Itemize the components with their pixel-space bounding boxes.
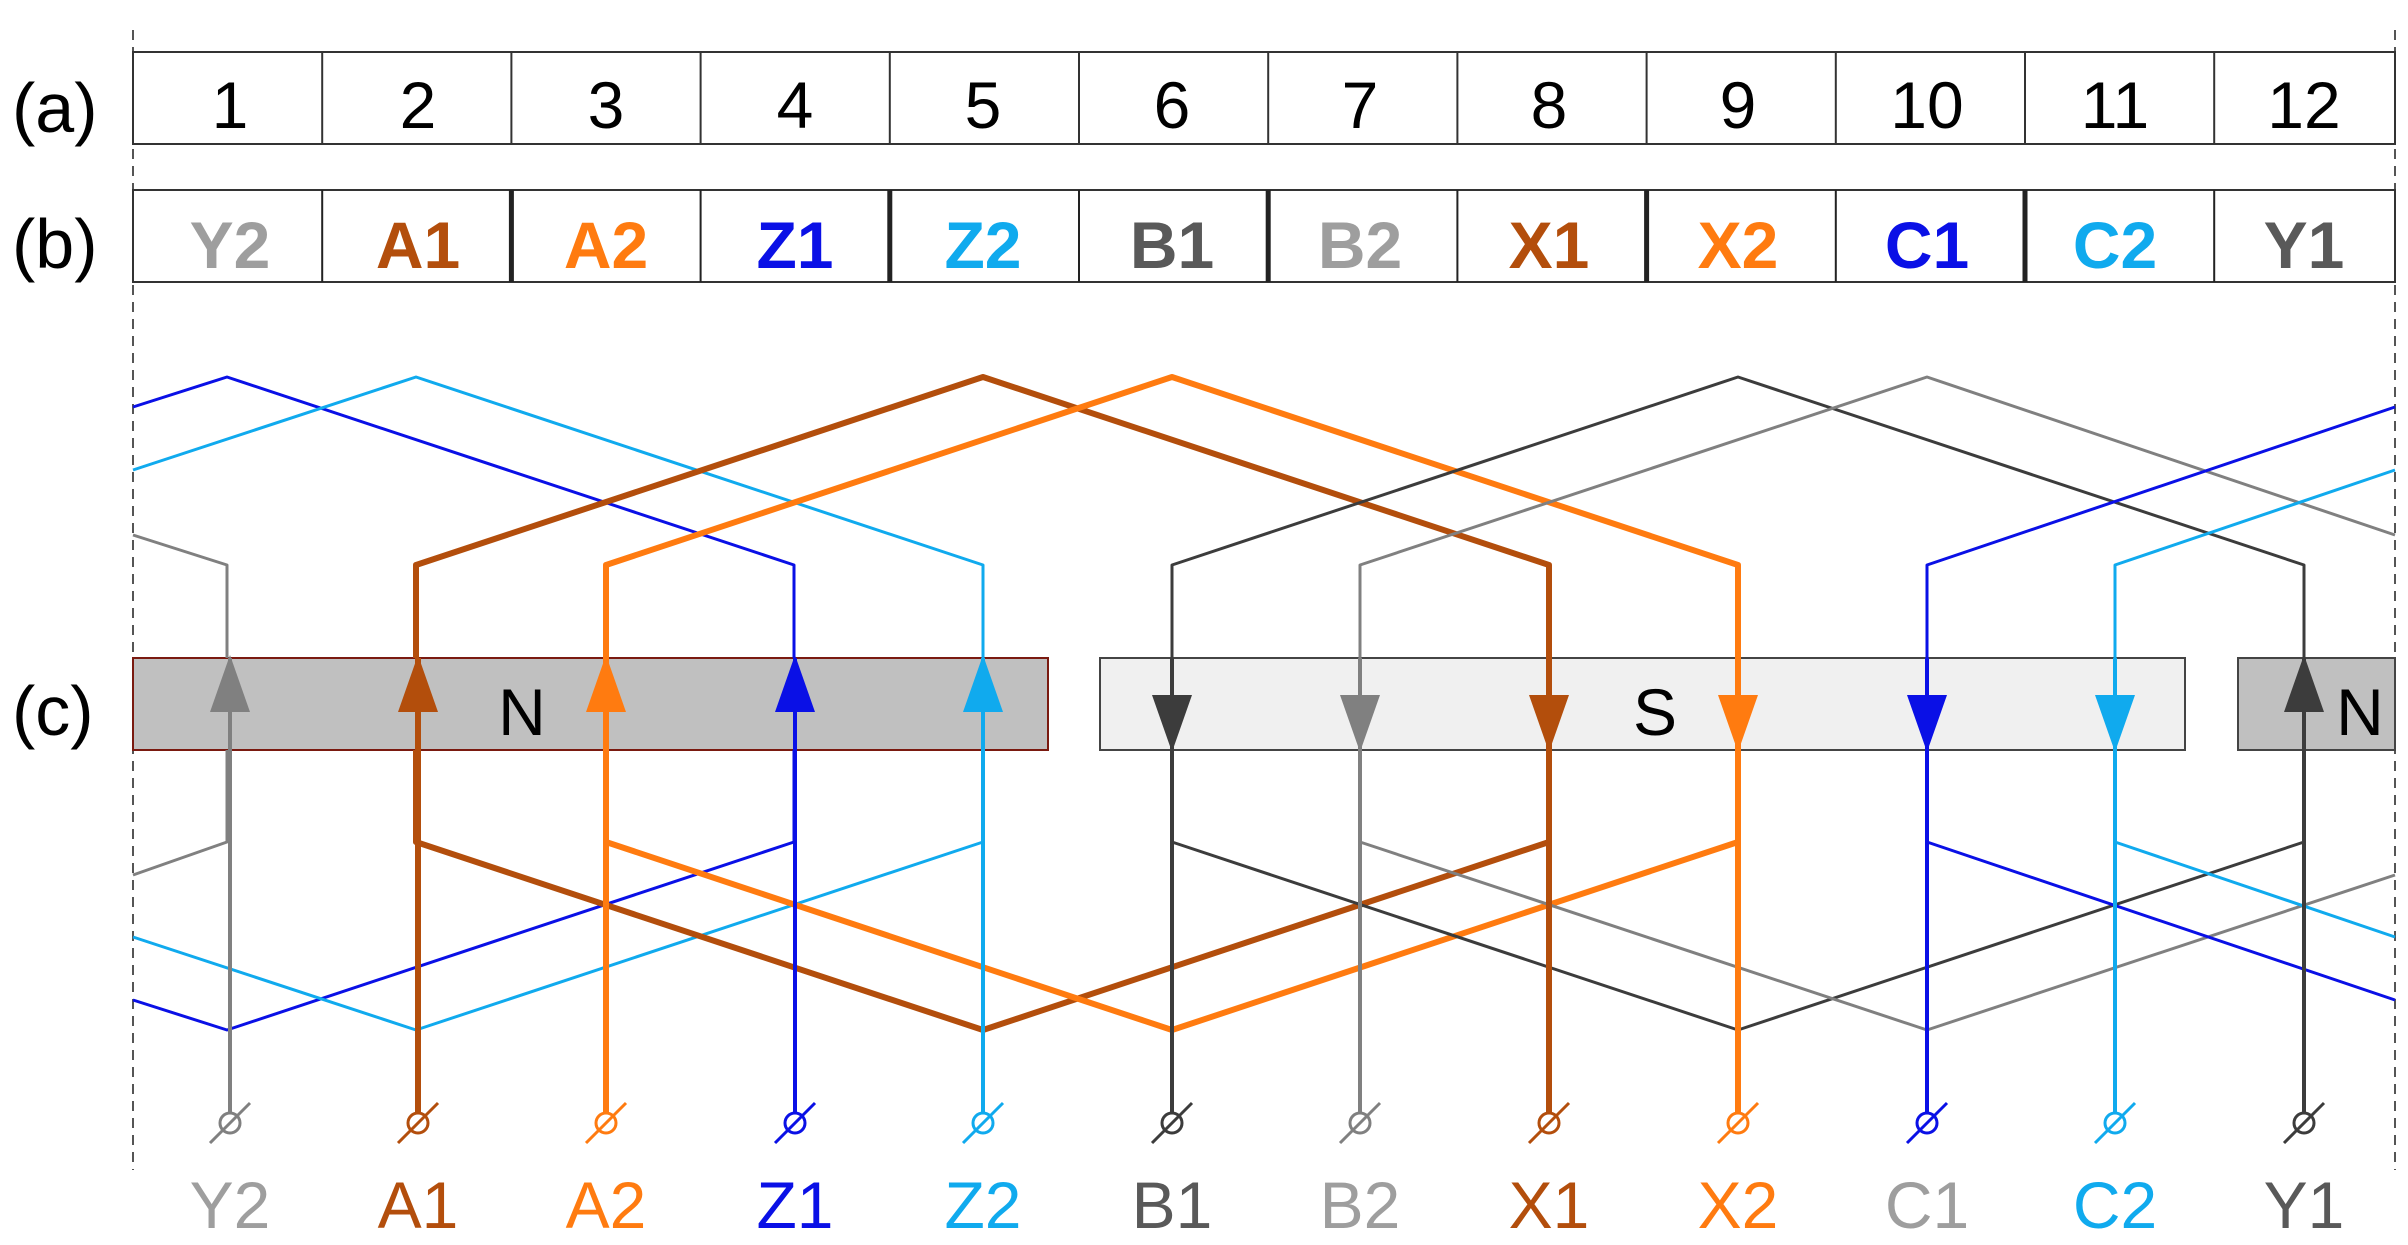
terminal-slash: [1338, 1101, 1382, 1145]
terminal-label: Z1: [756, 1168, 833, 1242]
terminal-slash: [961, 1101, 1005, 1145]
magnet-pole: [1099, 657, 2186, 751]
slot-coil-label: B1: [1130, 208, 1214, 282]
slot-number: 10: [1890, 68, 1963, 142]
slot-coil-row: Y2 A1 A2 Z1 Z2 B1 B2 X1 X2 C1 C2 Y1: [132, 189, 2396, 283]
slot-number: 1: [212, 68, 249, 142]
terminal-slash: [2093, 1101, 2137, 1145]
slot-number: 4: [777, 68, 814, 142]
slot-number-row-border: [132, 51, 2396, 145]
coil-path: [1925, 405, 2396, 658]
terminal-label: Z2: [944, 1168, 1021, 1242]
arrow-up-icon: [2284, 655, 2324, 712]
slot-coil-label: C2: [2073, 208, 2157, 282]
slot-coil-label: A2: [564, 208, 648, 282]
coil-path: [132, 533, 229, 658]
slot-coil-row-border: [132, 189, 2396, 283]
slot-coil-label: Y1: [2264, 208, 2345, 282]
coil-path: [1170, 375, 2306, 658]
row-label-a: (a): [12, 69, 98, 147]
terminal-label: C2: [2073, 1168, 2157, 1242]
terminal-label: A2: [566, 1168, 647, 1242]
terminal-slash: [773, 1101, 817, 1145]
terminal-slash: [1150, 1101, 1194, 1145]
coil-path: [413, 374, 1552, 658]
terminal-slash: [208, 1101, 252, 1145]
arrow-down-icon: [1907, 695, 1947, 752]
coil-path: [1925, 750, 2396, 1002]
pole-label: N: [2336, 675, 2384, 749]
coil-path: [1358, 375, 2396, 658]
arrow-down-icon: [1718, 695, 1758, 752]
slot-number: 8: [1531, 68, 1568, 142]
terminal-slash: [1716, 1101, 1760, 1145]
coil-path: [132, 750, 229, 877]
arrow-up-icon: [963, 655, 1003, 712]
coil-path: [1358, 750, 2396, 1032]
row-label-b: (b): [12, 205, 98, 283]
slot-coil-label: B2: [1318, 208, 1402, 282]
terminal-label: X2: [1698, 1168, 1779, 1242]
arrow-up-icon: [775, 655, 815, 712]
arrow-up-icon: [586, 655, 626, 712]
arrow-down-icon: [1529, 695, 1569, 752]
slot-coil-label: A1: [376, 208, 460, 282]
slot-coil-label: Z1: [756, 208, 833, 282]
slot-number: 12: [2267, 68, 2340, 142]
arrow-down-icon: [2095, 695, 2135, 752]
terminal-label: Y1: [2264, 1168, 2345, 1242]
slot-coil-label: Z2: [944, 208, 1021, 282]
coil-path: [132, 375, 796, 658]
terminal-label: B2: [1320, 1168, 1401, 1242]
terminal-label: Y2: [190, 1168, 271, 1242]
terminal-slash: [1905, 1101, 1949, 1145]
arrow-up-icon: [210, 655, 250, 712]
terminal-label: A1: [378, 1168, 459, 1242]
terminal-label: C1: [1885, 1168, 1969, 1242]
row-label-c: (c): [12, 672, 94, 750]
slot-number: 7: [1342, 68, 1379, 142]
terminal-labels: Y2 A1 A2 Z1 Z2 B1 B2 X1 X2 C1 C2 Y1: [190, 1168, 2345, 1242]
coil-path: [2113, 468, 2396, 658]
slot-number: 3: [588, 68, 625, 142]
terminal-slash: [2282, 1101, 2326, 1145]
arrow-down-icon: [1340, 695, 1380, 752]
terminal-slash: [1527, 1101, 1571, 1145]
slot-coil-label: X1: [1509, 208, 1590, 282]
slot-conductors: [208, 655, 2326, 1145]
pole-label: N: [498, 675, 546, 749]
terminal-label: X1: [1509, 1168, 1590, 1242]
terminal-slash: [396, 1101, 440, 1145]
slot-number: 9: [1720, 68, 1757, 142]
slot-number: 11: [2081, 68, 2150, 142]
pole-label: S: [1633, 675, 1677, 749]
arrow-up-icon: [398, 655, 438, 712]
slot-number: 2: [400, 68, 437, 142]
terminal-slash: [584, 1101, 628, 1145]
slot-coil-label: X2: [1698, 208, 1779, 282]
terminal-label: B1: [1132, 1168, 1213, 1242]
slot-coil-label: C1: [1885, 208, 1969, 282]
coil-path: [2113, 750, 2396, 939]
coil-path: [132, 750, 796, 1032]
slot-coil-label: Y2: [190, 208, 271, 282]
arrow-down-icon: [1152, 695, 1192, 752]
coil-path: [603, 374, 1741, 658]
slot-number: 6: [1154, 68, 1191, 142]
slot-number: 5: [965, 68, 1002, 142]
